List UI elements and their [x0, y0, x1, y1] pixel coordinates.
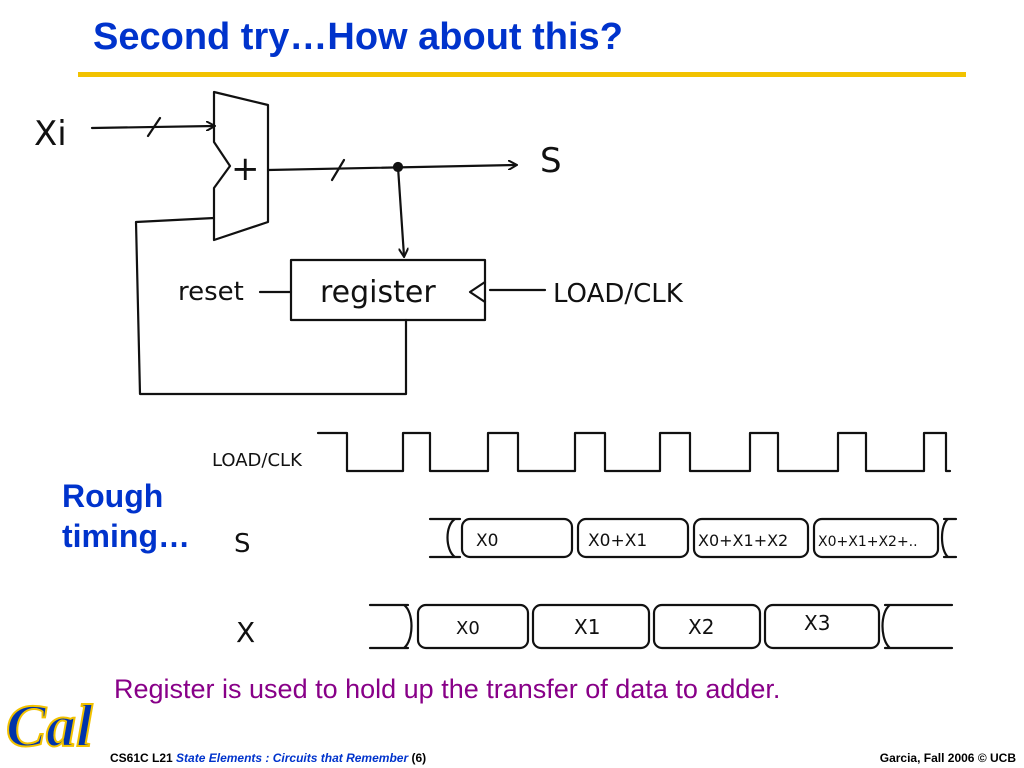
- timing-x-label: X: [236, 616, 255, 649]
- x-value-1: X1: [574, 615, 600, 639]
- rough-timing-caption: Rough timing…: [62, 476, 190, 556]
- output-wire: [266, 165, 516, 172]
- reset-label: reset: [178, 277, 244, 307]
- title-underline: [78, 72, 966, 77]
- x-bus-tail: [881, 603, 954, 650]
- x-bus-lead: [368, 603, 413, 650]
- x-segment-1: [531, 603, 651, 650]
- output-label: S: [540, 141, 562, 181]
- register-input-wire: [396, 165, 404, 256]
- footer-right: Garcia, Fall 2006 © UCB: [879, 751, 1016, 765]
- input-label: Xi: [34, 114, 67, 154]
- cal-logo: Cal: [5, 692, 94, 756]
- register-box: [289, 258, 487, 322]
- s-value-3: X0+X1+X2+..: [818, 534, 918, 550]
- footer-course: CS61C L21: [110, 751, 173, 765]
- s-bus-tail: [940, 517, 958, 559]
- s-value-1: X0+X1: [588, 531, 647, 551]
- adder-symbol: +: [231, 149, 260, 189]
- s-segment-2: [692, 517, 810, 559]
- s-bus-lead: [428, 517, 462, 559]
- cal-logo-text: Cal: [6, 693, 93, 756]
- output-bus-tick: [330, 158, 346, 182]
- footer-left: CS61C L21 State Elements : Circuits that…: [110, 751, 426, 765]
- x-value-3: X3: [804, 611, 830, 635]
- timing-s-label: S: [234, 529, 251, 559]
- x-segment-2: [652, 603, 762, 650]
- adder-shape: [212, 90, 270, 242]
- caption-line-2: timing…: [62, 518, 190, 554]
- slide-note: Register is used to hold up the transfer…: [114, 674, 781, 704]
- feedback-wire: [134, 216, 408, 396]
- s-segment-1: [576, 517, 690, 559]
- x-value-2: X2: [688, 615, 714, 639]
- caption-line-1: Rough: [62, 478, 164, 514]
- slide-title: Second try…How about this?: [93, 16, 623, 58]
- x-value-0: X0: [456, 618, 480, 639]
- clock-edge-mark: [468, 280, 487, 304]
- s-value-2: X0+X1+X2: [698, 531, 788, 550]
- register-label: register: [320, 275, 436, 310]
- footer-topic: State Elements : Circuits that Remember: [176, 751, 409, 765]
- footer-page: (6): [411, 751, 427, 765]
- timing-clock-label: LOAD/CLK: [212, 450, 303, 471]
- x-segment-3: [763, 603, 881, 650]
- input-bus-tick: [146, 116, 162, 138]
- clock-label: LOAD/CLK: [553, 279, 684, 309]
- x-segment-0: [416, 603, 530, 650]
- s-segment-0: [460, 517, 574, 559]
- s-value-0: X0: [476, 531, 498, 551]
- s-segment-3: [812, 517, 940, 559]
- clock-waveform: [316, 431, 952, 473]
